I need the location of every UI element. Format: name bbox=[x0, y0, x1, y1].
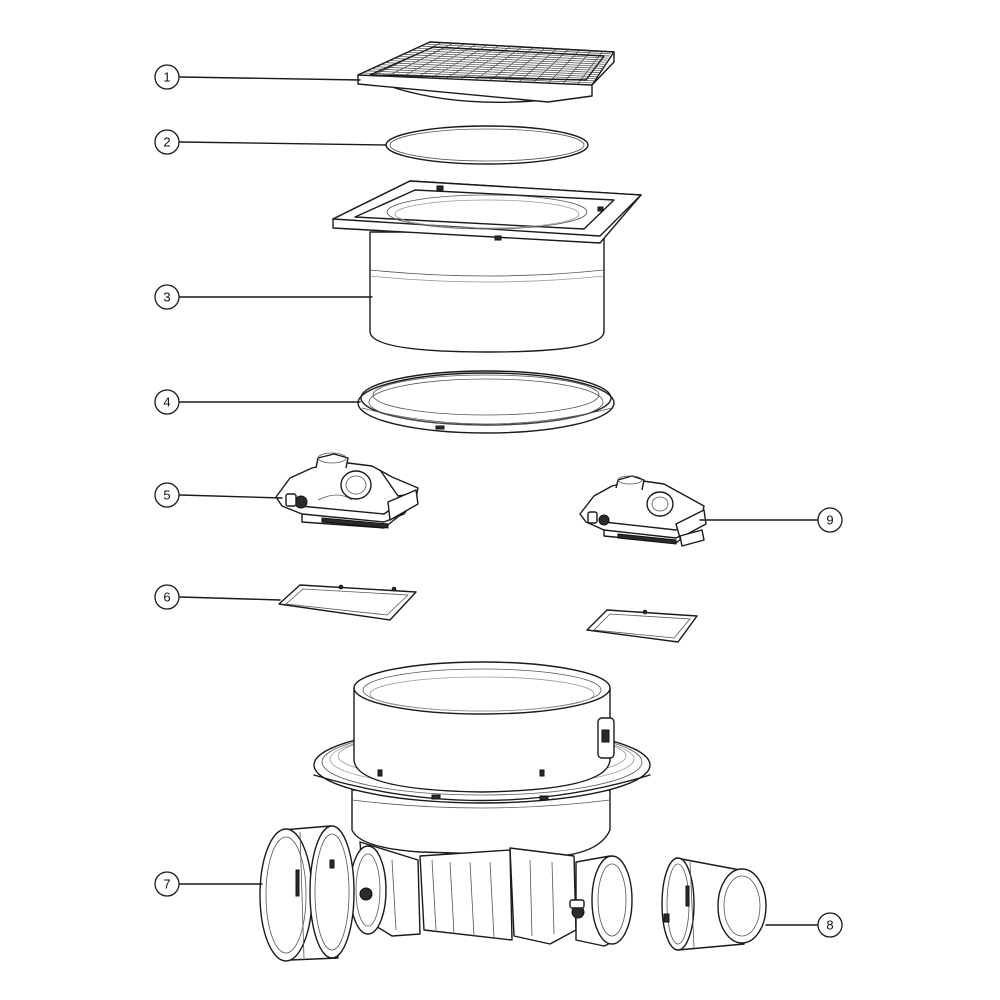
grate-bar bbox=[577, 51, 603, 85]
grate-bar bbox=[398, 56, 605, 67]
grate-bar bbox=[547, 49, 580, 84]
part-7-inlet-adapter bbox=[259, 825, 355, 962]
callout-1-label: 1 bbox=[163, 70, 170, 85]
grate-bar bbox=[533, 49, 569, 83]
callout-7: 7 bbox=[154, 871, 180, 897]
callout-3-label: 3 bbox=[163, 290, 170, 305]
part-6-gasket-left bbox=[278, 584, 417, 621]
callout-5: 5 bbox=[154, 482, 180, 508]
callout-5-label: 5 bbox=[163, 488, 170, 503]
grate-bar bbox=[407, 51, 608, 63]
part-6-gasket-right bbox=[586, 609, 698, 643]
callout-1: 1 bbox=[154, 64, 180, 90]
grate-bar bbox=[518, 48, 557, 83]
callout-9: 9 bbox=[817, 507, 843, 533]
grate-pattern bbox=[362, 42, 612, 85]
grate-bar bbox=[562, 50, 592, 84]
callout-8: 8 bbox=[817, 912, 843, 938]
grate-bar bbox=[504, 47, 546, 82]
part-2-sealing-ring bbox=[385, 125, 589, 165]
part-9-outlet-module-right bbox=[579, 475, 707, 547]
part-4-lip-seal bbox=[357, 370, 615, 434]
callout-4: 4 bbox=[154, 389, 180, 415]
callout-3: 3 bbox=[154, 284, 180, 310]
part-1-grate-cover bbox=[357, 41, 615, 103]
callout-4-label: 4 bbox=[163, 395, 170, 410]
callout-6: 6 bbox=[154, 584, 180, 610]
callout-8-label: 8 bbox=[826, 918, 833, 933]
grate-bar bbox=[416, 47, 610, 59]
grate-bar bbox=[425, 43, 612, 55]
callout-2-label: 2 bbox=[163, 135, 170, 150]
callout-7-label: 7 bbox=[163, 877, 170, 892]
part-5-outlet-module-left bbox=[275, 452, 419, 529]
leader-lines bbox=[179, 76, 819, 926]
grate-bar bbox=[474, 46, 523, 81]
grate-bar bbox=[411, 49, 609, 61]
main-body-housing bbox=[313, 661, 651, 947]
callout-2: 2 bbox=[154, 129, 180, 155]
grate-bar bbox=[402, 54, 606, 65]
callout-6-label: 6 bbox=[163, 590, 170, 605]
part-8-end-cap bbox=[661, 857, 767, 951]
callout-9-label: 9 bbox=[826, 513, 833, 528]
part-3-frame-riser bbox=[332, 180, 642, 353]
grate-bar bbox=[489, 47, 534, 81]
